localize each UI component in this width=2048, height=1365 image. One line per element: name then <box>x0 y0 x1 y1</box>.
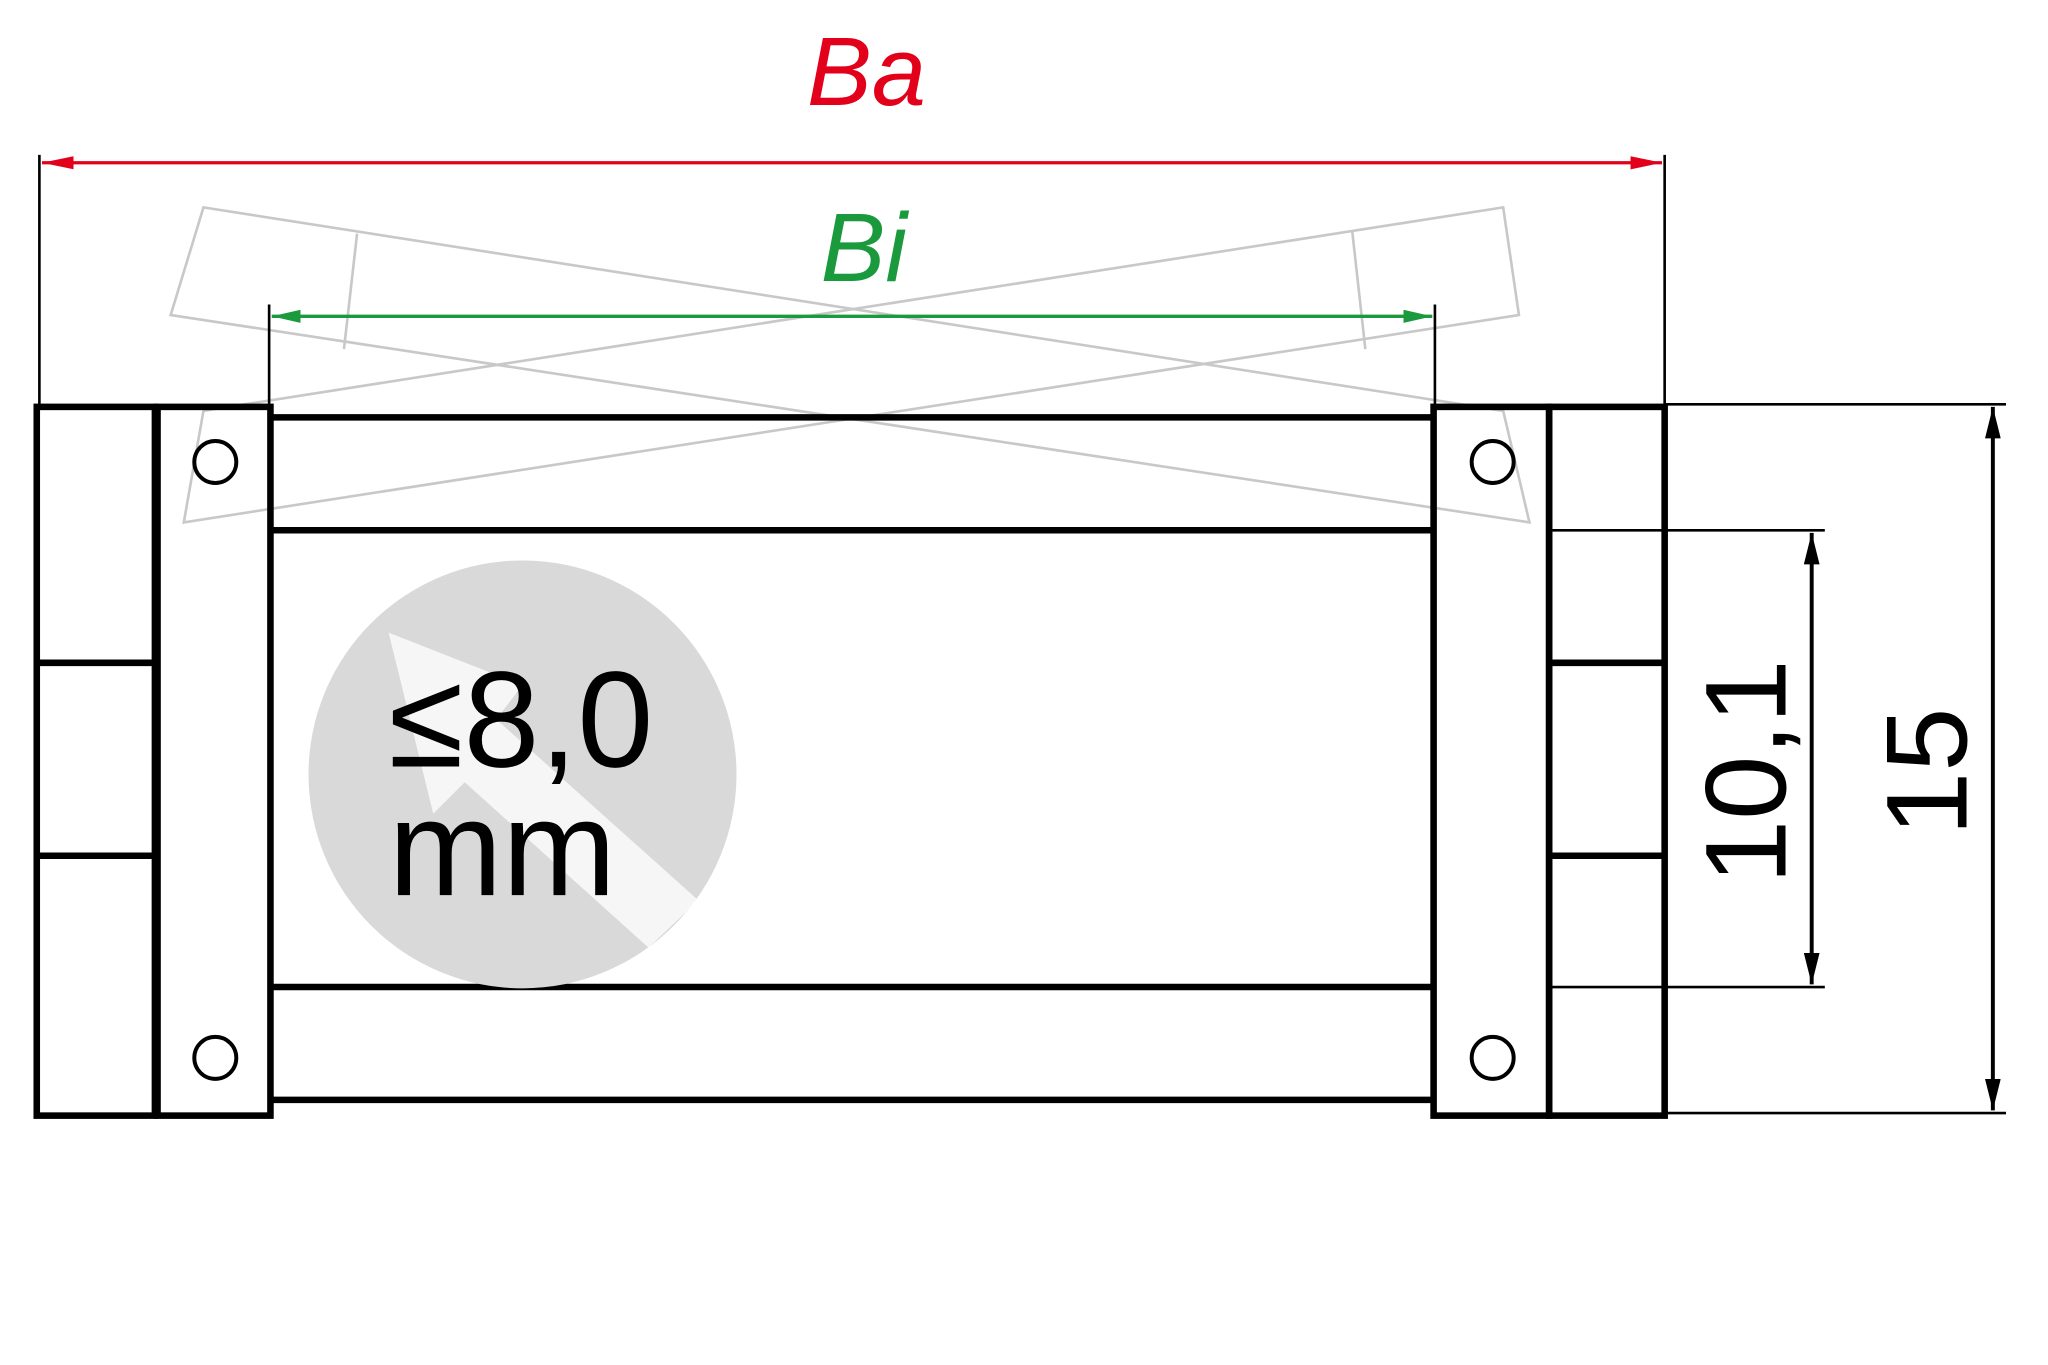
inner-width-label: Bi <box>821 193 910 302</box>
max-cable-diameter-badge: ≤8,0 mm <box>308 560 737 989</box>
mounting-holes <box>192 439 1516 1081</box>
inner-height-label: 10,1 <box>1681 659 1810 884</box>
badge-unit: mm <box>389 771 616 924</box>
badge-value: ≤8,0 <box>389 643 654 796</box>
inner-width-dimension: Bi <box>271 193 1433 323</box>
hole-bottom-left <box>192 1034 239 1081</box>
right-side-plate <box>1430 403 1668 1119</box>
arrow-icon <box>388 632 699 948</box>
opened-crossbar-ghost <box>168 205 1532 524</box>
outer-width-label: Ba <box>807 17 926 126</box>
outer-height-dimension: 15 <box>1863 406 2001 1111</box>
extension-lines <box>38 154 2006 1115</box>
outer-height-label: 15 <box>1863 708 1992 836</box>
inner-height-dimension: 10,1 <box>1681 532 1820 985</box>
hole-top-left <box>192 439 239 485</box>
outer-width-dimension: Ba <box>42 17 1663 170</box>
hole-top-right <box>1469 439 1516 485</box>
hole-bottom-right <box>1469 1034 1516 1081</box>
left-side-plate <box>33 403 274 1119</box>
crossbars <box>270 414 1434 1104</box>
